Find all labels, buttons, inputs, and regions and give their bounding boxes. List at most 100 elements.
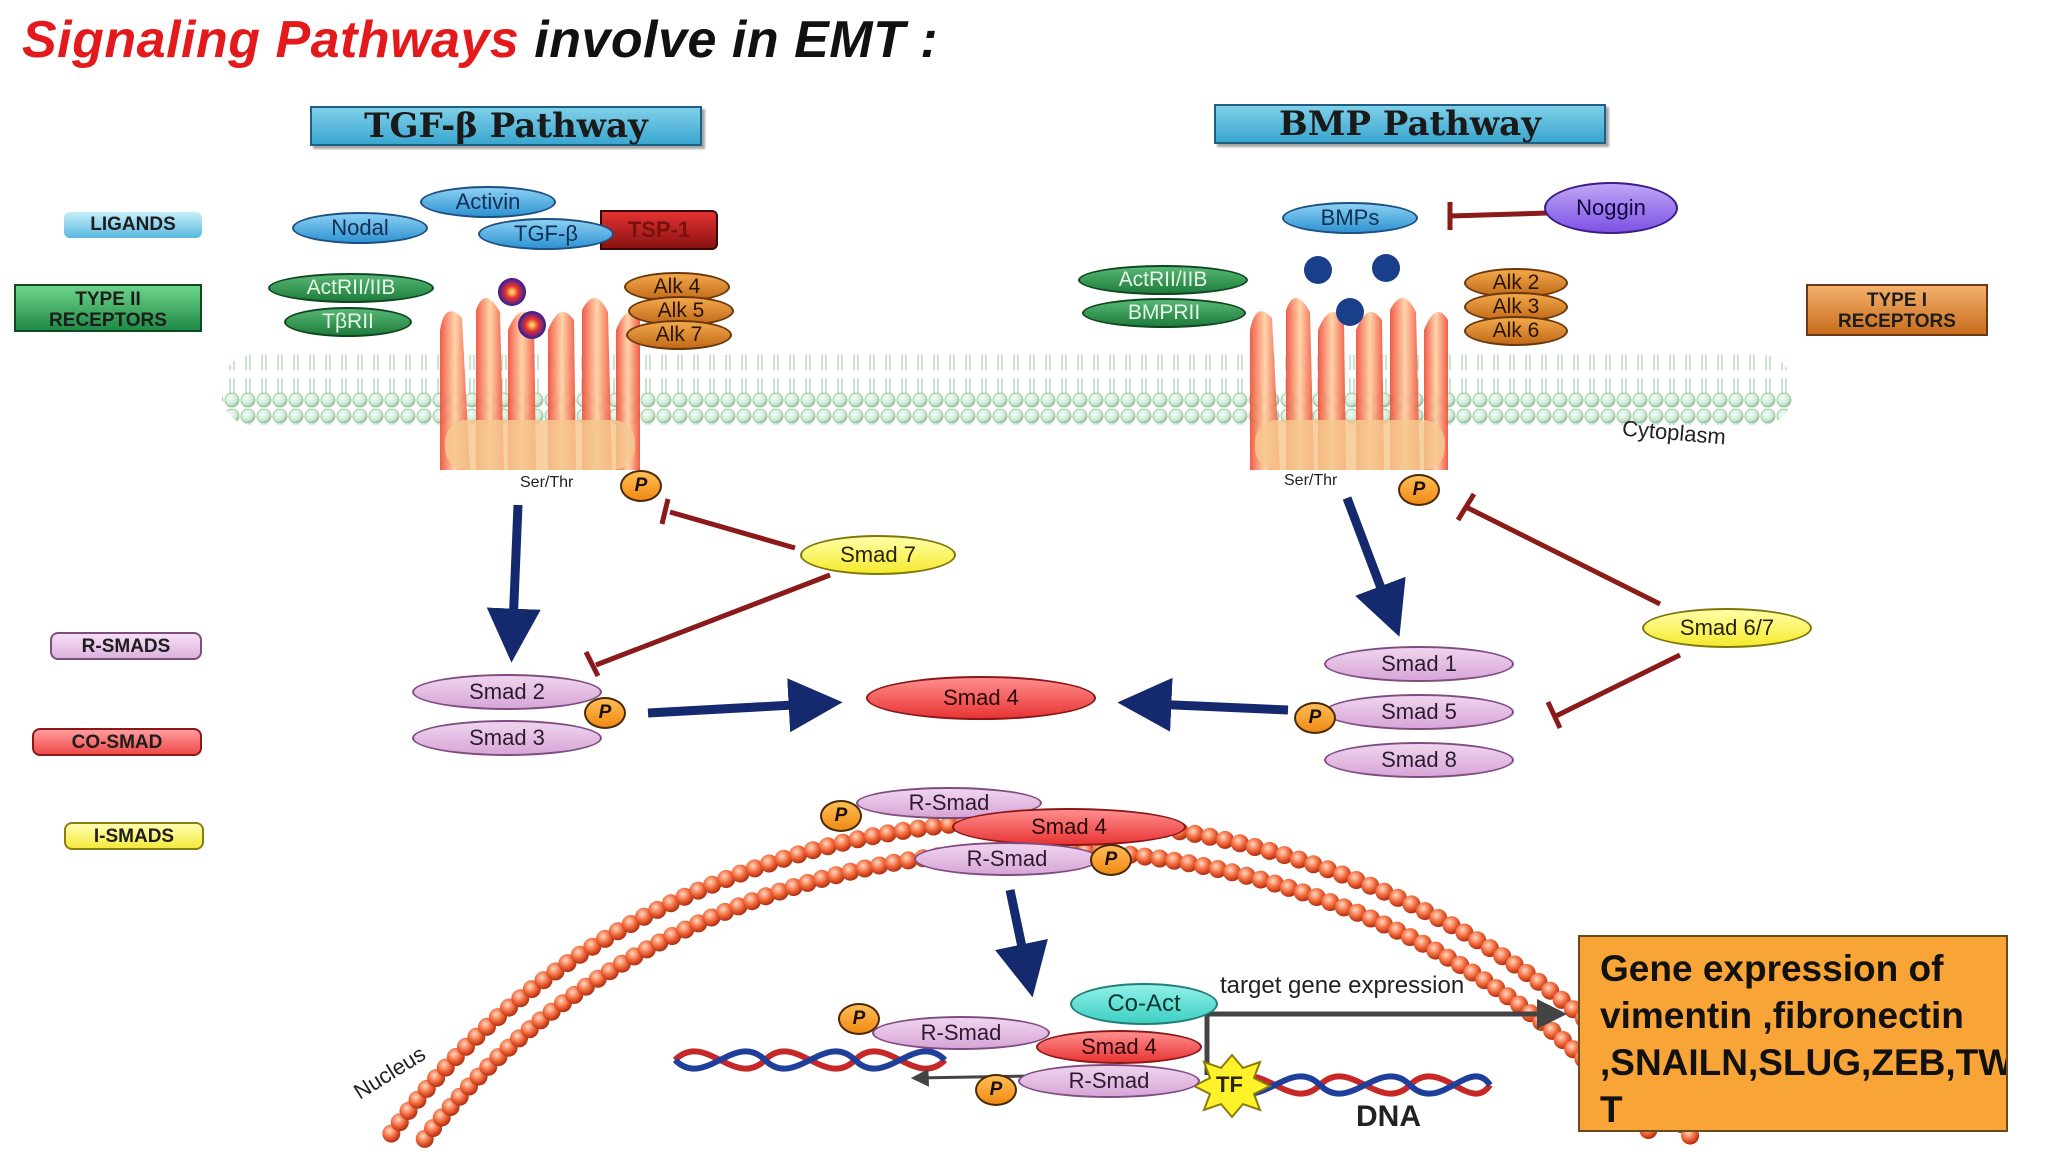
smad5: Smad 5 — [1324, 694, 1514, 730]
bmp-ligand-dot — [1336, 298, 1364, 326]
bmp-ligand-dot — [1372, 254, 1400, 282]
type1-line1: TYPE I — [1866, 290, 1928, 311]
phospho-badge: P — [820, 800, 862, 832]
envelope-bead — [1260, 841, 1279, 860]
envelope-bead — [870, 856, 889, 875]
envelope-bead — [1216, 830, 1234, 849]
envelope-bead — [841, 862, 860, 881]
ser-thr-label-right: Ser/Thr — [1284, 472, 1338, 489]
smad1: Smad 1 — [1324, 646, 1514, 682]
envelope-bead — [621, 915, 640, 933]
envelope-bead — [909, 819, 928, 838]
envelope-bead — [1275, 846, 1294, 865]
bmprii-receptor: BMPRII — [1082, 298, 1246, 328]
envelope-bead — [1429, 909, 1448, 927]
envelope-bead — [803, 841, 822, 860]
title-rest: involve in EMT : — [519, 11, 939, 69]
envelope-bead — [924, 817, 943, 836]
envelope-bead — [848, 830, 867, 849]
envelope-bead — [1347, 871, 1366, 889]
dna-label: DNA — [1356, 1100, 1421, 1133]
envelope-bead — [1293, 883, 1312, 902]
dna-rsmad-top: R-Smad — [872, 1016, 1050, 1050]
nodal-ligand: Nodal — [292, 212, 428, 244]
tgf-ligand-dot — [518, 311, 546, 339]
dna-smad4: Smad 4 — [1036, 1030, 1202, 1064]
envelope-bead — [1333, 865, 1352, 884]
envelope-bead — [833, 833, 852, 852]
actrii-receptor-left: ActRII/IIB — [268, 273, 434, 303]
alk7-receptor: Alk 7 — [626, 320, 732, 350]
envelope-bead — [1208, 860, 1227, 878]
envelope-bead — [784, 878, 803, 897]
bmp-ligand-dot — [1304, 256, 1332, 284]
envelope-bead — [635, 907, 653, 926]
envelope-bead — [1265, 874, 1284, 893]
envelope-bead — [894, 821, 912, 840]
tgf-ligand-dot — [498, 278, 526, 306]
envelope-bead — [745, 859, 764, 878]
envelope-bead — [1375, 882, 1394, 901]
envelope-bead — [661, 894, 680, 913]
envelope-bead — [1223, 863, 1242, 882]
envelope-bead — [715, 902, 734, 921]
envelope-bead — [789, 845, 808, 864]
target-gene-label: target gene expression — [1220, 972, 1465, 999]
smad3: Smad 3 — [412, 720, 602, 756]
envelope-bead — [1245, 838, 1264, 856]
envelope-bead — [878, 824, 897, 843]
tgfb-ligand: TGF-β — [478, 218, 614, 250]
envelope-bead — [1321, 893, 1340, 912]
envelope-bead — [1279, 878, 1298, 897]
bmps-ligand: BMPs — [1282, 202, 1418, 234]
alk6-receptor: Alk 6 — [1464, 316, 1568, 346]
envelope-bead — [798, 873, 817, 892]
bmp-pathway-header: BMP Pathway — [1214, 104, 1606, 144]
envelope-bead — [1185, 824, 1204, 843]
envelope-bead — [717, 870, 736, 888]
envelope-bead — [1318, 860, 1337, 879]
smad4-cosmad: Smad 4 — [866, 676, 1096, 720]
envelope-bead — [675, 887, 694, 906]
envelope-bead — [1237, 866, 1256, 885]
type1-line2: RECEPTORS — [1838, 311, 1956, 332]
envelope-bead — [855, 859, 874, 878]
gene-expression-box: Gene expression of vimentin ,fibronectin… — [1578, 935, 2008, 1132]
label-r-smads: R-SMADS — [50, 632, 202, 660]
label-i-smads: I-SMADS — [64, 822, 204, 850]
type2-line1: TYPE II — [75, 289, 141, 310]
dna-rsmad-bottom: R-Smad — [1018, 1064, 1200, 1098]
envelope-bead — [743, 892, 761, 911]
tf-label: TF — [1216, 1072, 1243, 1097]
envelope-bead — [812, 869, 831, 888]
coactivator: Co-Act — [1070, 983, 1218, 1025]
activin-ligand: Activin — [420, 186, 556, 218]
envelope-bead — [1135, 847, 1154, 866]
envelope-bead — [648, 900, 667, 919]
envelope-bead — [1307, 888, 1326, 907]
gene-box-line4: T — [1600, 1089, 1623, 1130]
label-ligands: LIGANDS — [64, 212, 202, 238]
envelope-bead — [729, 897, 748, 916]
envelope-bead — [884, 853, 903, 872]
bmp-receptor-complex — [1250, 297, 1448, 470]
noggin-antagonist: Noggin — [1544, 182, 1678, 234]
envelope-bead — [1165, 851, 1184, 870]
envelope-bead — [731, 864, 750, 883]
envelope-bead — [703, 875, 722, 894]
alk2-receptor: Alk 2 — [1464, 268, 1568, 298]
gene-box-line2: vimentin ,fibronectin — [1600, 995, 1964, 1036]
slide-title: Signaling Pathways involve in EMT : — [22, 10, 938, 70]
envelope-bead — [863, 827, 882, 846]
actrii-receptor-right: ActRII/IIB — [1078, 265, 1248, 295]
tsp1-ligand: TSP-1 — [600, 210, 718, 250]
tf-star — [1191, 1053, 1273, 1119]
envelope-bead — [689, 881, 708, 900]
envelope-bead — [760, 854, 779, 873]
gene-box-line1: Gene expression of — [1600, 948, 1944, 989]
envelope-bead — [827, 866, 845, 885]
nuclear-rsmad-bottom: R-Smad — [914, 842, 1100, 876]
